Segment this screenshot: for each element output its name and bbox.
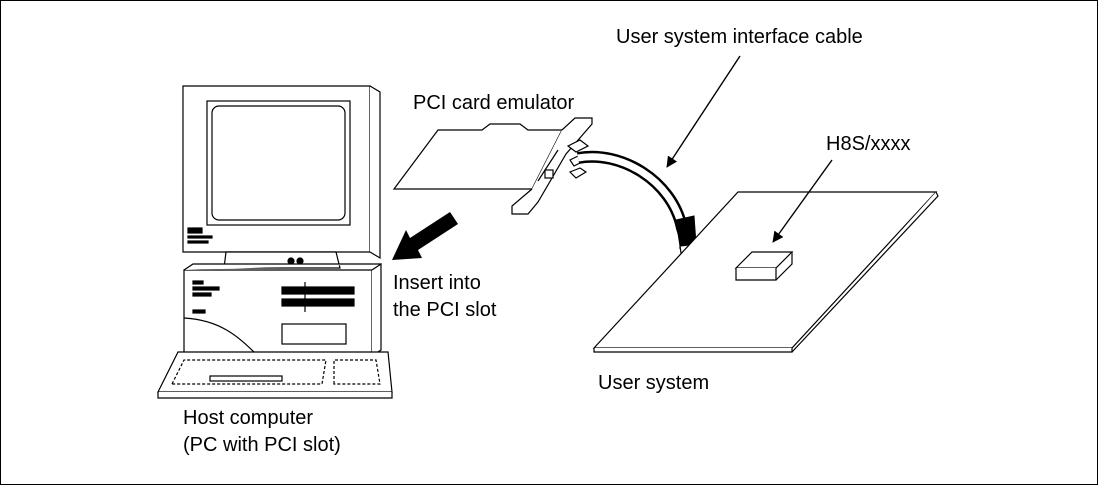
host-line-1: Host computer [183, 407, 314, 429]
insert-line-2: the PCI slot [393, 299, 497, 321]
system-unit-icon [183, 262, 382, 357]
pci-card-label: PCI card emulator [413, 92, 575, 114]
pci-card-icon [392, 117, 593, 215]
cable-label: User system interface cable [616, 26, 863, 48]
host-line-2: (PC with PCI slot) [183, 434, 341, 456]
ribbon-cable-icon [576, 150, 702, 275]
keyboard-icon [157, 351, 393, 399]
insert-instruction: Insert into the PCI slot [393, 270, 496, 324]
insert-line-1: Insert into [393, 272, 481, 294]
insert-arrow-icon [392, 212, 458, 260]
host-computer-icon [157, 85, 393, 399]
cable-pointer-arrow [666, 55, 741, 168]
circuit-board-icon [592, 191, 939, 353]
chip-pointer-arrow [772, 159, 833, 243]
monitor-icon [182, 85, 381, 269]
user-system-label: User system [598, 372, 710, 394]
host-computer-label: Host computer (PC with PCI slot) [183, 405, 341, 459]
chip-label: H8S/xxxx [826, 133, 911, 155]
ic-chip-icon [734, 251, 794, 281]
